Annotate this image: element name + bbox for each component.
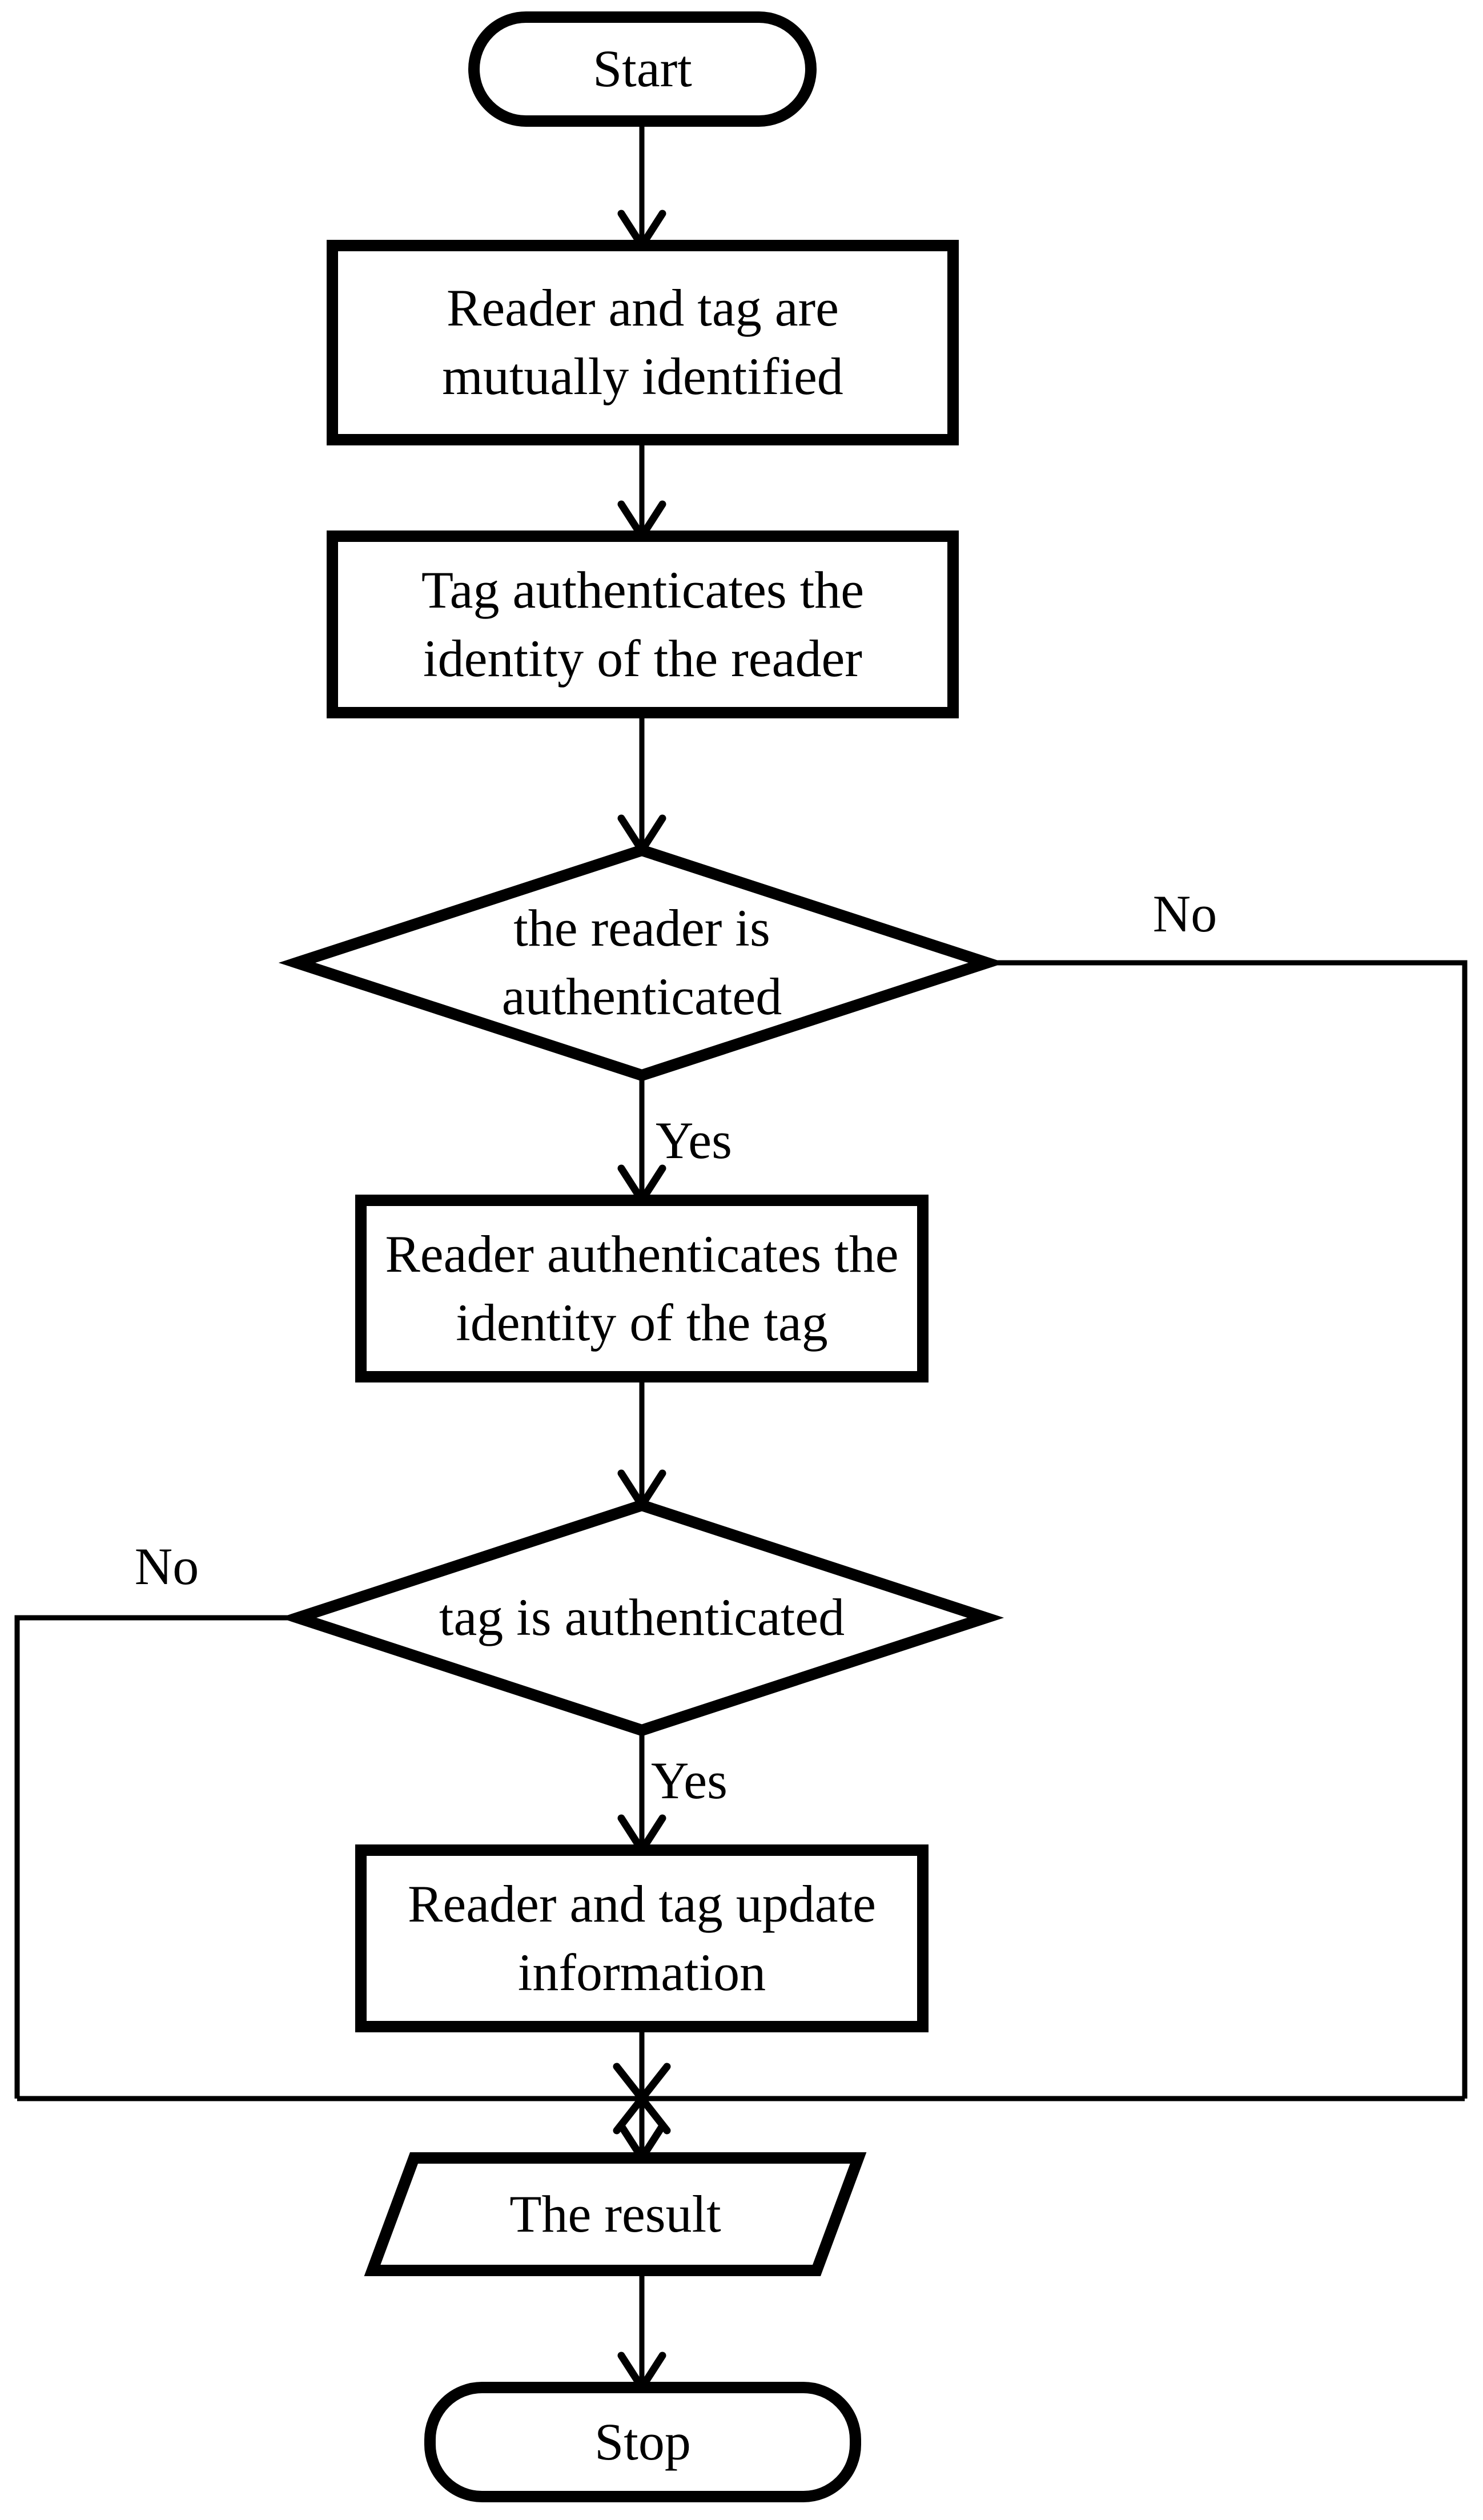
process-tag-authenticates-shape [327,530,959,718]
connector-no-reader-branch [987,960,1468,2099]
process-identify-shape [327,240,959,445]
decision-reader-authenticated-shape [278,844,1006,1082]
decision-tag-authenticated-shape [279,1499,1004,1737]
arrowhead [617,500,666,540]
merge-cross-mark [613,2063,671,2135]
process-reader-authenticates-shape [355,1195,929,1382]
connector-no-tag-branch [14,1615,298,2099]
arrowhead [617,2122,666,2162]
arrowhead [617,814,666,854]
arrowhead [617,1814,666,1854]
process-update-information-shape [355,1844,929,2032]
io-result-shape [364,2152,867,2276]
stop-terminator-shape [424,2382,861,2502]
arrowhead [617,1469,666,1509]
start-terminator-shape [468,11,817,127]
arrowhead [617,2352,666,2392]
arrowhead [617,1164,666,1204]
arrowhead [617,210,666,250]
